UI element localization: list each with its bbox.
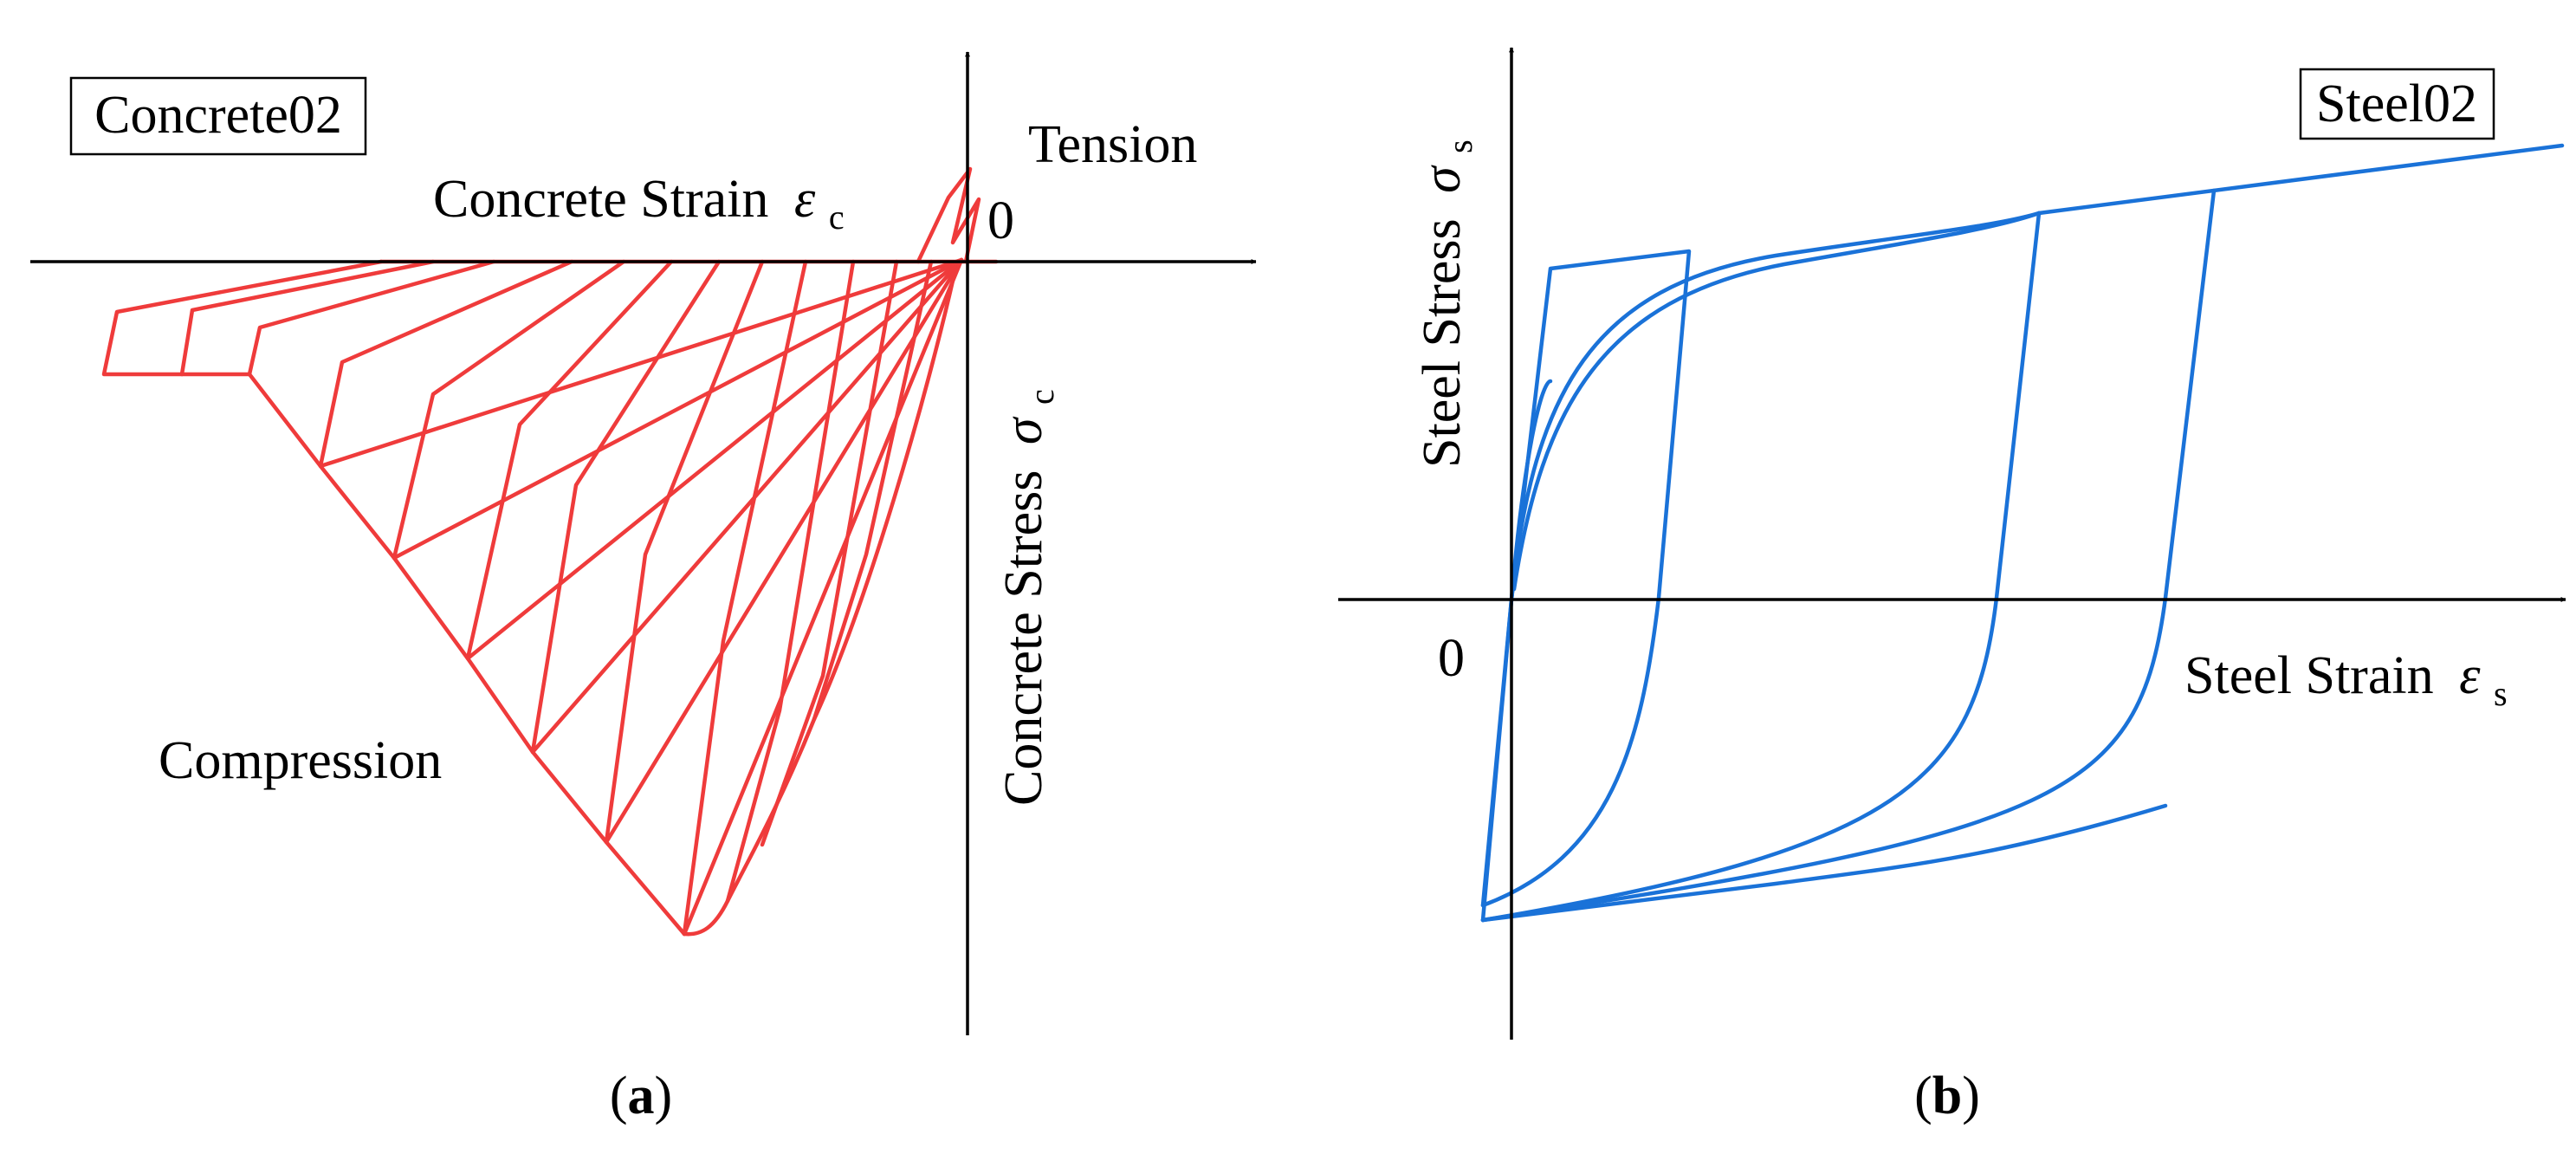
panel-b-caption-letter: b	[1932, 1066, 1962, 1125]
concrete-reload-line	[530, 257, 964, 755]
panel-a-caption-open: (	[610, 1066, 628, 1125]
steel-loop-3	[1480, 188, 2217, 923]
panel-a: Concrete02 Concrete Strain ε c Concrete …	[30, 51, 1257, 1125]
steel-loop-2	[1480, 211, 2042, 923]
concrete-reload-line	[465, 257, 964, 661]
concrete-residual-tail	[101, 259, 384, 377]
concrete-reload-line	[318, 257, 964, 469]
steel-reload-curve	[1511, 211, 2042, 592]
steel-model-label: Steel02	[2316, 75, 2477, 133]
concrete-loop	[530, 259, 722, 755]
concrete-loop	[465, 259, 674, 661]
panel-b: Steel02 Steel Stress σ s Steel Strain ε …	[1338, 47, 2566, 1125]
concrete-loop	[760, 259, 899, 847]
panel-a-caption-letter: a	[628, 1066, 655, 1125]
concrete-envelope-curve	[682, 259, 960, 937]
steel-reload-curve	[1509, 211, 2042, 602]
concrete-stress-label: Concrete Stress	[994, 470, 1053, 806]
concrete-reload-line	[392, 257, 964, 561]
concrete-hysteresis-curves	[101, 166, 999, 937]
steel-stress-axis-title: Steel Stress σ s	[1413, 139, 1479, 468]
tension-label: Tension	[1028, 115, 1197, 174]
concrete-stress-subscript: c	[1022, 389, 1061, 405]
panel-b-caption: (b)	[1914, 1066, 1980, 1125]
concrete-loop	[604, 259, 765, 845]
concrete-residual-tail	[247, 259, 496, 377]
concrete-loop	[812, 259, 934, 722]
steel-origin-label: 0	[1438, 629, 1465, 688]
steel-stress-subscript: s	[1440, 139, 1479, 153]
steel-strain-label: Steel Strain	[2184, 646, 2434, 705]
concrete-strain-symbol: ε	[794, 170, 816, 229]
compression-label: Compression	[159, 731, 442, 790]
panel-a-caption: (a)	[610, 1066, 672, 1125]
concrete-loop	[392, 259, 626, 561]
concrete-origin-label: 0	[987, 191, 1014, 250]
steel-stress-symbol: σ	[1413, 165, 1472, 193]
steel-bottom-envelope	[1480, 803, 2168, 923]
concrete-stress-axis-title: Concrete Stress σ c	[994, 389, 1061, 806]
panel-a-caption-close: )	[655, 1066, 673, 1125]
concrete-strain-axis-title: Concrete Strain ε c	[433, 170, 845, 237]
panel-b-caption-close: )	[1962, 1066, 1980, 1125]
concrete-tension-branch	[916, 166, 981, 264]
concrete-reload-line	[682, 257, 964, 937]
steel-stress-label: Steel Stress	[1413, 218, 1472, 468]
concrete-model-label: Concrete02	[94, 86, 342, 145]
steel-strain-axis-title: Steel Strain ε s	[2184, 646, 2508, 713]
concrete-strain-subscript: c	[829, 198, 845, 237]
concrete-residual-tail	[179, 259, 436, 377]
panel-b-caption-open: (	[1914, 1066, 1932, 1125]
steel-model-box	[2299, 68, 2495, 140]
steel-loop-1	[1480, 249, 1692, 908]
concrete-strain-label: Concrete Strain	[433, 170, 768, 229]
concrete-stress-symbol: σ	[994, 416, 1053, 444]
steel-hysteresis-curves	[1480, 143, 2565, 923]
concrete-loop	[318, 259, 574, 469]
steel-hardening-line	[2036, 143, 2565, 216]
steel-strain-symbol: ε	[2459, 646, 2481, 705]
concrete-reload-line	[604, 257, 964, 845]
concrete-loop	[682, 259, 808, 937]
concrete-loop	[725, 259, 856, 904]
steel-strain-subscript: s	[2494, 674, 2508, 713]
concrete-model-box	[69, 76, 367, 156]
